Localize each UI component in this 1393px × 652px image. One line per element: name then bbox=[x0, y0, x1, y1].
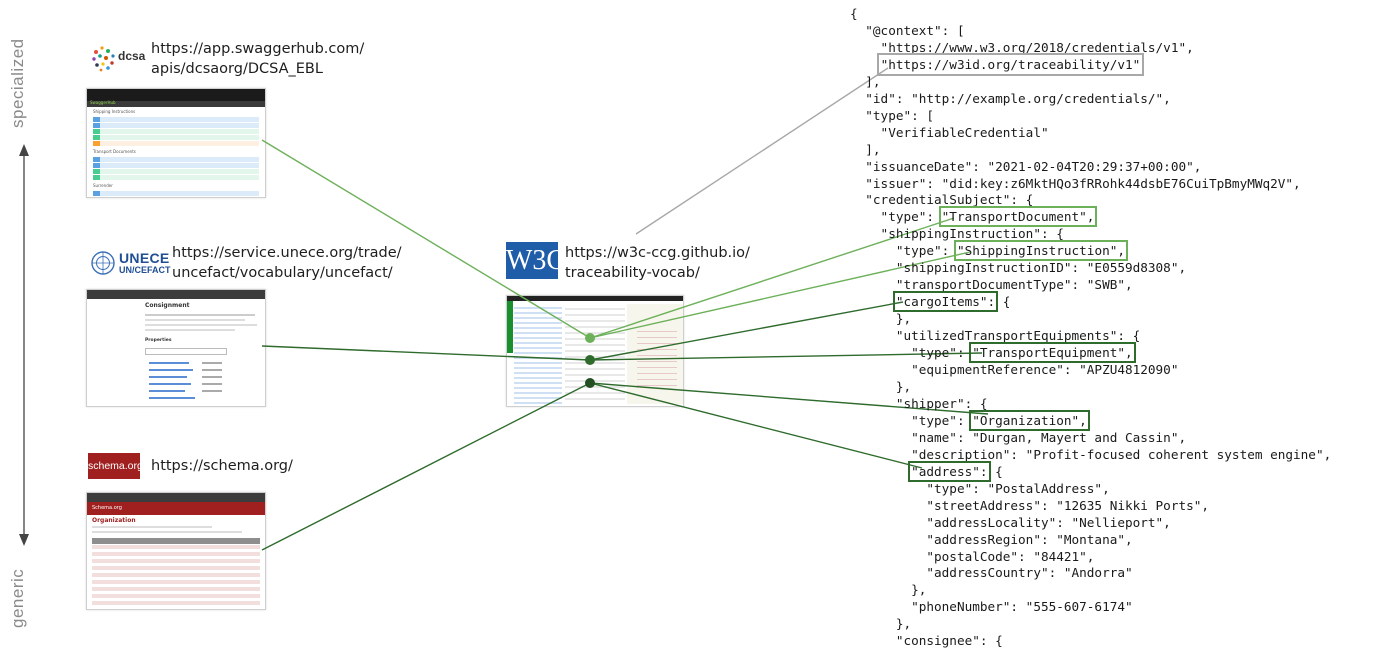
line-address bbox=[589, 382, 923, 469]
unece-logo-text-1: UNECE bbox=[119, 250, 170, 266]
dcsa-url-line2: apis/dcsaorg/DCSA_EBL bbox=[151, 61, 323, 77]
schema-url[interactable]: https://schema.org/ bbox=[151, 458, 293, 474]
line-shippinginstruction bbox=[589, 251, 971, 339]
shippinginstruction-highlight: "ShippingInstruction", bbox=[953, 240, 1129, 262]
dcsa-shot-section2: Transport Documents bbox=[93, 149, 136, 154]
schema-shot-brand: Schema.org bbox=[92, 505, 122, 511]
node-dark bbox=[585, 378, 595, 388]
line-dcsa bbox=[261, 139, 591, 339]
node-mid bbox=[585, 355, 595, 365]
unece-logo: UNECE UN/CEFACT bbox=[90, 250, 171, 280]
cargoitems-highlight: "cargoItems": bbox=[892, 291, 999, 313]
dcsa-logo: dcsa bbox=[88, 42, 145, 78]
dcsa-logo-text: dcsa bbox=[118, 49, 146, 63]
organization-highlight: "Organization", bbox=[969, 409, 1090, 431]
w3c-url-line1: https://w3c-ccg.github.io/ bbox=[565, 245, 750, 261]
dcsa-url[interactable]: https://app.swaggerhub.com/ apis/dcsaorg… bbox=[151, 39, 364, 79]
schema-logo: schema.org bbox=[88, 453, 143, 479]
unece-logo-text-2: UN/CEFACT bbox=[119, 265, 171, 275]
line-organization bbox=[589, 382, 989, 415]
unece-url-line2: uncefact/vocabulary/uncefact/ bbox=[172, 265, 393, 281]
unece-url-line1: https://service.unece.org/trade/ bbox=[172, 245, 402, 261]
schema-shot-title: Organization bbox=[92, 517, 136, 524]
transportequipment-highlight: "TransportEquipment", bbox=[969, 342, 1136, 364]
w3c-logo: W3C bbox=[506, 242, 565, 279]
line-cargoitems bbox=[589, 301, 904, 361]
unece-shot-properties: Properties bbox=[145, 338, 172, 343]
dcsa-screenshot: SwaggerHub Shipping Instructions Transpo… bbox=[86, 88, 266, 198]
unece-shot-title: Consignment bbox=[145, 302, 190, 309]
dcsa-shot-section3: Surrender bbox=[93, 183, 113, 188]
line-context bbox=[635, 67, 889, 235]
unece-screenshot: Consignment Properties bbox=[86, 289, 266, 407]
context-highlight: "https://w3id.org/traceability/v1" bbox=[876, 52, 1145, 76]
unece-url[interactable]: https://service.unece.org/trade/ uncefac… bbox=[172, 243, 402, 283]
line-schema bbox=[261, 382, 591, 551]
address-highlight: "address": bbox=[908, 460, 991, 482]
dcsa-shot-section1: Shipping Instructions bbox=[93, 109, 136, 114]
line-transportdocument bbox=[589, 217, 955, 339]
schema-screenshot: Schema.org Organization bbox=[86, 492, 266, 610]
transportdocument-highlight: "TransportDocument", bbox=[938, 206, 1098, 228]
w3c-url-line2: traceability-vocab/ bbox=[565, 265, 700, 281]
dcsa-shot-header: SwaggerHub bbox=[90, 100, 116, 105]
w3c-url[interactable]: https://w3c-ccg.github.io/ traceability-… bbox=[565, 243, 750, 283]
dcsa-url-line1: https://app.swaggerhub.com/ bbox=[151, 41, 365, 57]
node-light bbox=[585, 333, 595, 343]
json-credential-code: { "@context": [ "https://www.w3.org/2018… bbox=[850, 6, 1332, 649]
line-unece bbox=[261, 345, 591, 361]
line-transportequipment bbox=[589, 352, 983, 361]
